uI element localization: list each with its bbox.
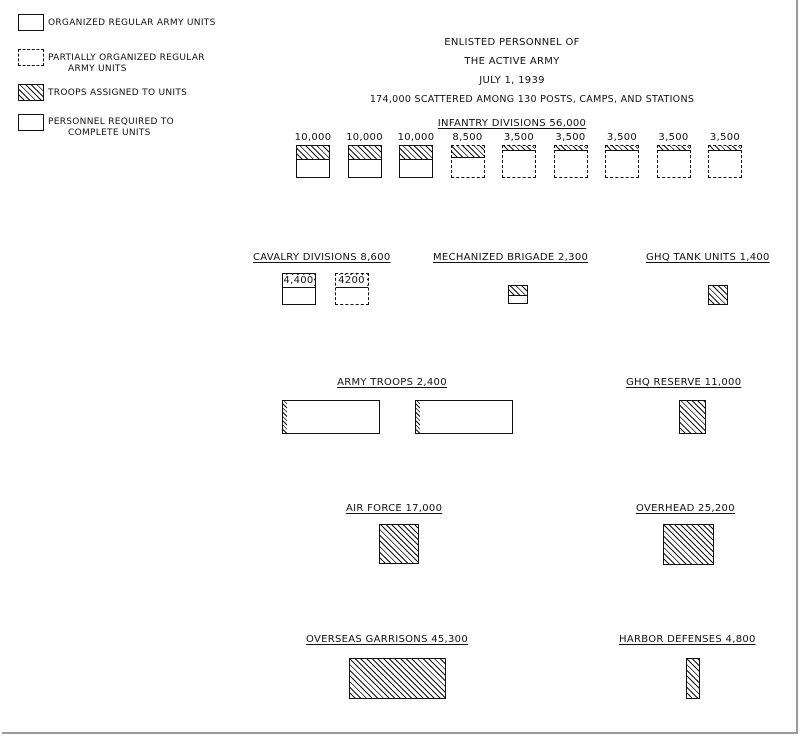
legend-troops-swatch xyxy=(18,84,44,101)
mechanized-brigade-box xyxy=(508,285,528,304)
infantry-unit-label: 3,500 xyxy=(503,132,535,143)
infantry-unit-label: 3,500 xyxy=(658,132,689,143)
army-troops-box-1 xyxy=(282,400,380,434)
ghq-reserve-heading: GHQ RESERVE 11,000 xyxy=(626,377,742,388)
army-troops-heading: ARMY TROOPS 2,400 xyxy=(337,377,447,388)
cavalry-unit-box: 4,400 xyxy=(282,273,316,305)
legend-partially-label-2: ARMY UNITS xyxy=(68,64,127,74)
infantry-unit-fill xyxy=(709,146,741,151)
overseas-box xyxy=(349,658,446,699)
cavalry-unit-box: 4200 xyxy=(335,273,369,305)
infantry-unit-label: 10,000 xyxy=(294,132,332,143)
legend-organized-label: ORGANIZED REGULAR ARMY UNITS xyxy=(48,18,216,28)
infantry-unit-fill xyxy=(554,146,587,151)
infantry-unit-fill xyxy=(657,146,690,151)
infantry-heading: INFANTRY DIVISIONS 56,000 xyxy=(437,118,587,129)
infantry-unit-box xyxy=(347,145,382,178)
harbor-box xyxy=(686,658,700,699)
infantry-unit-box xyxy=(553,145,588,178)
legend-personnel-swatch xyxy=(18,114,44,131)
infantry-unit-label: 3,500 xyxy=(606,132,638,143)
infantry-unit-label: 3,500 xyxy=(555,132,586,143)
ghq-tank-heading: GHQ TANK UNITS 1,400 xyxy=(646,252,770,263)
title-line-4: 174,000 SCATTERED AMONG 130 POSTS, CAMPS… xyxy=(369,94,695,105)
harbor-heading: HARBOR DEFENSES 4,800 xyxy=(619,634,756,645)
cavalry-heading: CAVALRY DIVISIONS 8,600 xyxy=(253,252,391,263)
infantry-unit-box xyxy=(656,145,691,178)
infantry-unit-label: 8,500 xyxy=(452,132,483,143)
overhead-heading: OVERHEAD 25,200 xyxy=(636,503,735,514)
infantry-unit-box xyxy=(450,145,485,178)
infantry-unit-label: 10,000 xyxy=(397,132,435,143)
legend-troops-label: TROOPS ASSIGNED TO UNITS xyxy=(48,88,188,98)
ghq-reserve-box xyxy=(679,400,706,434)
title-line-2: THE ACTIVE ARMY xyxy=(464,56,560,67)
infantry-unit-box xyxy=(296,145,330,178)
cavalry-unit-label: 4,400 xyxy=(283,275,314,287)
infantry-unit-box xyxy=(605,145,639,178)
infantry-unit-fill xyxy=(297,146,329,160)
title-line-3: JULY 1, 1939 xyxy=(479,75,545,86)
legend-personnel-label-2: COMPLETE UNITS xyxy=(68,128,151,138)
legend-organized-swatch xyxy=(18,14,44,31)
infantry-unit-fill xyxy=(348,146,381,160)
army-troops-fill-1 xyxy=(283,401,287,433)
infantry-unit-fill xyxy=(451,146,484,158)
air-force-heading: AIR FORCE 17,000 xyxy=(346,503,443,514)
infantry-unit-fill xyxy=(400,146,432,160)
army-troops-box-2 xyxy=(415,400,513,434)
legend-partially-swatch xyxy=(18,49,44,66)
legend-personnel-label-1: PERSONNEL REQUIRED TO xyxy=(48,117,175,127)
infantry-unit-fill xyxy=(503,146,535,151)
infantry-unit-box xyxy=(708,145,742,178)
title-line-1: ENLISTED PERSONNEL OF xyxy=(444,37,580,48)
mechanized-heading: MECHANIZED BRIGADE 2,300 xyxy=(433,252,589,263)
legend-partially-label-1: PARTIALLY ORGANIZED REGULAR xyxy=(48,53,205,63)
air-force-box xyxy=(379,524,419,564)
infantry-unit-box xyxy=(502,145,536,178)
overhead-box xyxy=(663,524,714,565)
infantry-unit-label: 3,500 xyxy=(709,132,741,143)
infantry-unit-fill xyxy=(606,146,638,151)
ghq-tank-box xyxy=(708,285,728,305)
overseas-heading: OVERSEAS GARRISONS 45,300 xyxy=(306,634,468,645)
mechanized-fill xyxy=(509,286,527,296)
infantry-unit-box xyxy=(399,145,433,178)
army-troops-fill-2 xyxy=(416,401,420,433)
cavalry-unit-label: 4200 xyxy=(336,275,367,287)
infantry-unit-label: 10,000 xyxy=(346,132,383,143)
